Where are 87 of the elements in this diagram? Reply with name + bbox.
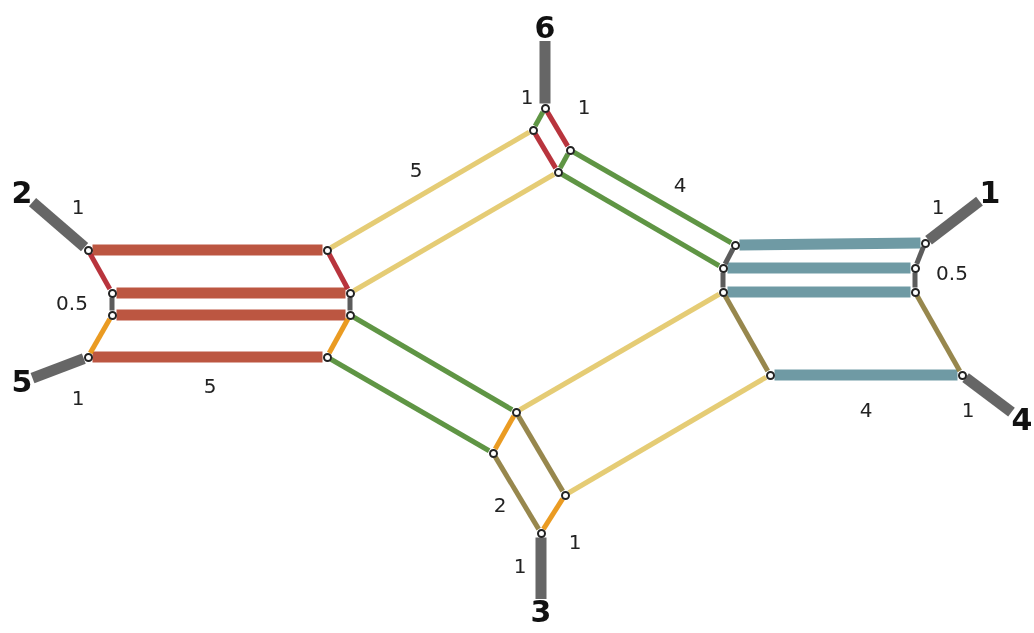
junction-circle [528, 125, 538, 135]
junction-circle [488, 448, 498, 458]
link-line [326, 317, 351, 355]
tube-connector [539, 41, 551, 104]
edge-label: 1 [520, 86, 534, 108]
tube-connector [92, 244, 323, 256]
edge-label: 2 [493, 494, 507, 516]
link-line [912, 272, 918, 288]
junction-circle [910, 287, 920, 297]
link-line [567, 375, 768, 495]
junction-circle [565, 145, 575, 155]
terminal-number: 5 [11, 365, 33, 399]
link-line [493, 414, 516, 451]
edge-label: 5 [203, 375, 217, 397]
edge-label: 5 [409, 159, 423, 181]
link-line [914, 246, 926, 265]
tube-connector [962, 373, 1015, 417]
link-line [533, 132, 558, 170]
edge-label: 0.5 [936, 262, 968, 284]
edge-label: 1 [568, 531, 582, 553]
junction-circle [957, 370, 967, 380]
junction-circle [718, 287, 728, 297]
junction-circle [511, 407, 521, 417]
tube-connector [727, 286, 911, 298]
link-line [329, 130, 531, 250]
edge-label: 4 [673, 174, 687, 196]
edge-label: 1 [961, 399, 975, 421]
link-line [541, 497, 565, 531]
tube-connector [30, 353, 86, 384]
tube-connector [739, 237, 921, 251]
junction-circle [560, 490, 570, 500]
junction-circle [910, 263, 920, 273]
edge-label: 1 [71, 387, 85, 409]
tube-connector [925, 196, 983, 245]
terminal-number: 6 [534, 11, 556, 45]
link-line [532, 110, 546, 128]
link-line [720, 272, 726, 288]
link-line [572, 150, 733, 245]
junction-circle [83, 245, 93, 255]
terminal-number: 1 [979, 176, 1001, 210]
junction-circle [718, 263, 728, 273]
link-line [915, 294, 962, 373]
junction-circle [553, 167, 563, 177]
tube-connector [116, 287, 346, 299]
link-line [352, 315, 514, 412]
junction-circle [345, 288, 355, 298]
tube-connector [774, 369, 958, 381]
link-line [88, 317, 112, 355]
edge-label: 4 [859, 399, 873, 421]
edge-label: 1 [71, 196, 85, 218]
tube-connector [116, 309, 346, 321]
junction-circle [345, 310, 355, 320]
tube-connector [535, 537, 547, 599]
link-line [352, 172, 556, 293]
junction-circle [107, 288, 117, 298]
junction-circle [920, 238, 930, 248]
junction-circle [107, 310, 117, 320]
junction-circle [540, 103, 550, 113]
link-line [723, 294, 770, 373]
link-line [722, 247, 736, 266]
junction-circle [765, 370, 775, 380]
link-line [560, 172, 721, 268]
link-line [347, 297, 353, 311]
edge-label: 1 [931, 196, 945, 218]
link-line [326, 252, 351, 291]
edge-label: 0.5 [56, 292, 88, 314]
edge-label: 1 [513, 555, 527, 577]
terminal-number: 3 [530, 595, 552, 629]
junction-circle [83, 352, 93, 362]
junction-circle [730, 240, 740, 250]
link-line [109, 297, 115, 311]
tube-connector [28, 197, 89, 252]
tube-connector [92, 351, 323, 363]
link-line [518, 292, 721, 412]
link-line [557, 152, 571, 170]
link-line [516, 414, 565, 493]
link-line [329, 357, 491, 453]
tube-connector [727, 262, 911, 274]
edge-label: 1 [577, 96, 591, 118]
link-line [493, 455, 541, 531]
terminal-number: 4 [1011, 403, 1033, 437]
link-line [88, 252, 112, 291]
junction-circle [536, 528, 546, 538]
terminal-number: 2 [11, 176, 33, 210]
junction-circle [322, 352, 332, 362]
link-line [545, 110, 570, 148]
junction-circle [322, 245, 332, 255]
